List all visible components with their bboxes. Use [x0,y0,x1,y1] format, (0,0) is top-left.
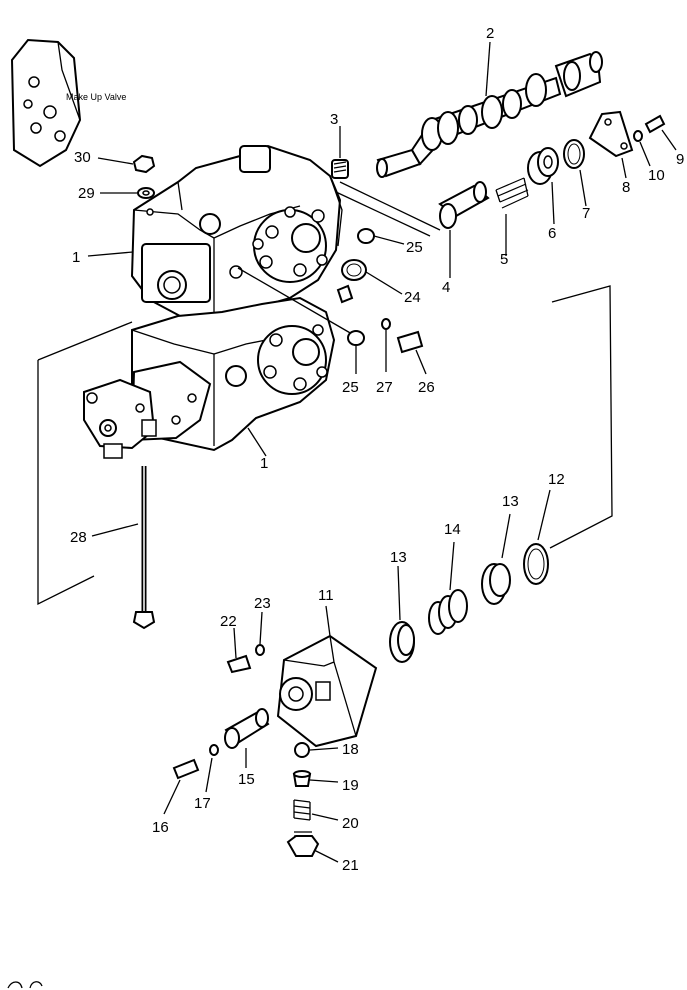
label-14: 14 [444,521,461,538]
bolt-16 [163,758,200,815]
corner-mark [7,981,43,989]
spool-2 [376,41,603,178]
label-29: 29 [78,185,95,202]
make-up-valve-inset: Make Up Valve [10,38,126,168]
label-25-lower: 25 [342,379,359,396]
nut-30 [97,154,156,174]
label-11: 11 [318,587,334,604]
label-7: 7 [582,205,590,222]
ball-18 [294,742,339,758]
washer-10 [633,130,651,167]
label-5: 5 [500,251,508,268]
label-6: 6 [548,225,556,242]
label-9: 9 [676,151,684,168]
label-19: 19 [342,777,359,794]
assembly-bracket [37,285,613,606]
part-labels: 1 1 2 3 4 5 6 7 8 9 10 11 12 13 14 13 15… [70,25,684,874]
label-1-upper: 1 [72,249,80,266]
label-13-right: 13 [502,493,519,510]
label-27: 27 [376,379,393,396]
washer-29 [100,187,155,199]
bolt-9 [644,114,677,151]
o-ring-25-lower [347,330,365,374]
cover-11 [276,605,378,748]
stopper-3 [331,126,349,179]
tie-bolt-28 [91,466,156,630]
seat-19 [292,770,339,787]
label-1-lower: 1 [260,455,268,472]
seat-13-right [481,513,511,605]
label-21: 21 [342,857,359,874]
spring-20 [293,799,339,821]
washer-27 [381,318,391,372]
plate-8 [588,110,634,179]
label-8: 8 [622,179,630,196]
label-15: 15 [238,771,255,788]
label-20: 20 [342,815,359,832]
valve-body-lower [83,296,336,459]
seat-13-left [389,565,415,663]
snap-ring-12 [523,489,551,585]
label-24: 24 [404,289,421,306]
label-18: 18 [342,741,359,758]
label-30: 30 [74,149,91,166]
label-28: 28 [70,529,87,546]
plug-15 [224,708,270,768]
label-17: 17 [194,795,211,812]
label-22: 22 [220,613,237,630]
washer-17 [205,744,219,793]
piston-4 [438,181,490,278]
spring-14 [428,541,468,635]
label-2: 2 [486,25,494,42]
label-13-left: 13 [390,549,407,566]
o-ring-25-upper [357,228,405,245]
label-23: 23 [254,595,271,612]
label-16: 16 [152,819,169,836]
label-4: 4 [442,279,450,296]
bolt-22 [226,627,252,674]
o-ring-7 [563,139,587,207]
label-3: 3 [330,111,338,128]
retainer-6 [527,147,559,225]
washer-23 [255,611,265,656]
bolt-26 [396,330,427,375]
plug-21 [286,831,339,863]
label-25-upper: 25 [406,239,423,256]
label-10: 10 [648,167,665,184]
label-12: 12 [548,471,565,488]
make-up-valve-label: Make Up Valve [66,92,126,102]
valve-body-upper [130,144,343,326]
spring-5 [495,177,529,256]
label-26: 26 [418,379,435,396]
o-ring-24 [341,259,403,295]
